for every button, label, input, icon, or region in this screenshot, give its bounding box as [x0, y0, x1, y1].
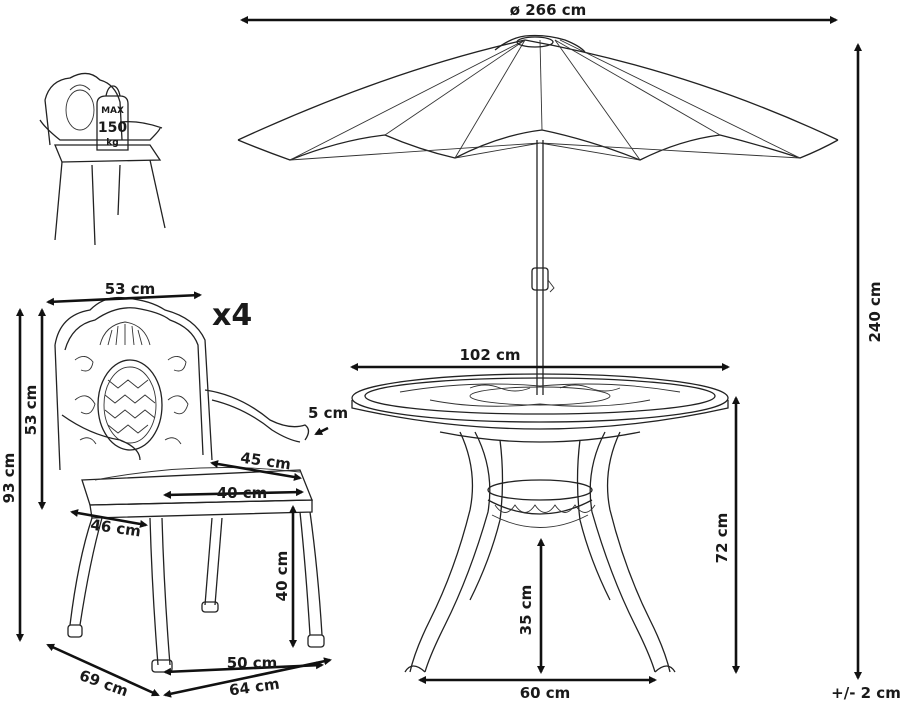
chair-thumbnail: MAX 150 kg	[39, 72, 166, 246]
table-drawing	[351, 373, 729, 673]
table-diameter-label: 102 cm	[459, 346, 520, 364]
chair-count-label: x4	[212, 298, 252, 333]
chair-arm-gap-label: 5 cm	[308, 404, 348, 422]
chair-seat-height-label: 40 cm	[273, 551, 291, 602]
weight-badge-line3: kg	[106, 138, 118, 148]
chair-drawing	[54, 296, 325, 673]
table-inner-height-label: 35 cm	[517, 585, 535, 636]
umbrella-drawing	[237, 34, 839, 395]
umbrella-diameter-label: ø 266 cm	[510, 1, 587, 19]
tolerance-label: +/- 2 cm	[831, 684, 901, 702]
dimension-arrows	[16, 16, 862, 698]
chair-back-height-label: 53 cm	[22, 385, 40, 436]
chair-base-width-label: 50 cm	[227, 654, 278, 672]
weight-badge-line1: MAX	[101, 106, 124, 116]
chair-total-height-label: 93 cm	[0, 453, 18, 504]
table-base-width-label: 60 cm	[520, 684, 571, 702]
table-height-label: 72 cm	[713, 513, 731, 564]
umbrella-height-label: 240 cm	[866, 281, 884, 342]
weight-badge-line2: 150	[98, 120, 127, 136]
chair-leg-span-label: 64 cm	[228, 675, 281, 700]
chair-seat-width-label: 40 cm	[217, 484, 268, 502]
chair-top-width-label: 53 cm	[105, 280, 156, 298]
